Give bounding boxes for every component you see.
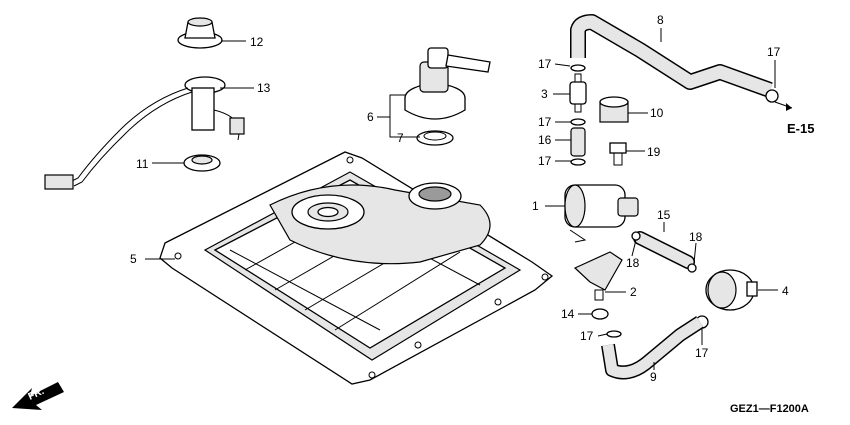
- callout-19: 19: [647, 145, 661, 159]
- bolt: [609, 142, 627, 166]
- callout-10: 10: [650, 106, 664, 120]
- pump-cover: [177, 17, 223, 49]
- cap-gasket: [416, 130, 454, 146]
- lower-hose: [601, 316, 704, 380]
- callout-7: 7: [397, 131, 404, 145]
- callout-17-bottom-left: 17: [580, 329, 594, 343]
- fuel-filter: [705, 269, 758, 311]
- figure-code: GEZ1—F1200A: [730, 403, 809, 415]
- fuel-hose: [633, 231, 695, 269]
- callout-1: 1: [532, 199, 539, 213]
- callout-14: 14: [561, 307, 575, 321]
- reference-label: E-15: [787, 121, 814, 136]
- callout-2: 2: [630, 285, 637, 299]
- leader-lines: [145, 28, 793, 370]
- callout-15: 15: [657, 208, 671, 222]
- callout-18-left: 18: [626, 256, 640, 270]
- callout-13: 13: [257, 81, 271, 95]
- callout-9: 9: [650, 370, 657, 384]
- small-filter: [569, 73, 587, 113]
- callouts: 12 13 11 5 6 7 8 17 17 3 10 17 16 19 17 …: [130, 13, 789, 384]
- callout-18-right: 18: [689, 230, 703, 244]
- callout-11: 11: [136, 157, 149, 171]
- seal-ring: [183, 154, 221, 172]
- breather-hose: [570, 14, 773, 98]
- collar: [599, 96, 629, 123]
- direction-arrow: FR.: [12, 382, 64, 410]
- callout-12: 12: [250, 35, 264, 49]
- fuel-unit: [44, 76, 245, 190]
- short-hose: [570, 127, 586, 157]
- fuel-pump: [564, 184, 639, 243]
- fuel-tank: [159, 151, 554, 385]
- callout-3: 3: [541, 87, 548, 101]
- callout-17-right: 17: [767, 45, 781, 59]
- callout-6: 6: [367, 110, 374, 124]
- callout-5: 5: [130, 252, 137, 266]
- callout-17-mid: 17: [538, 115, 552, 129]
- bracket: [573, 251, 623, 301]
- callout-8: 8: [657, 13, 664, 27]
- fuel-cap: [404, 47, 491, 120]
- callout-17-top: 17: [538, 57, 552, 71]
- nut: [591, 308, 609, 320]
- callout-17-low: 17: [538, 154, 552, 168]
- callout-17-bottom-right: 17: [695, 346, 709, 360]
- callout-16: 16: [538, 133, 552, 147]
- callout-4: 4: [782, 284, 789, 298]
